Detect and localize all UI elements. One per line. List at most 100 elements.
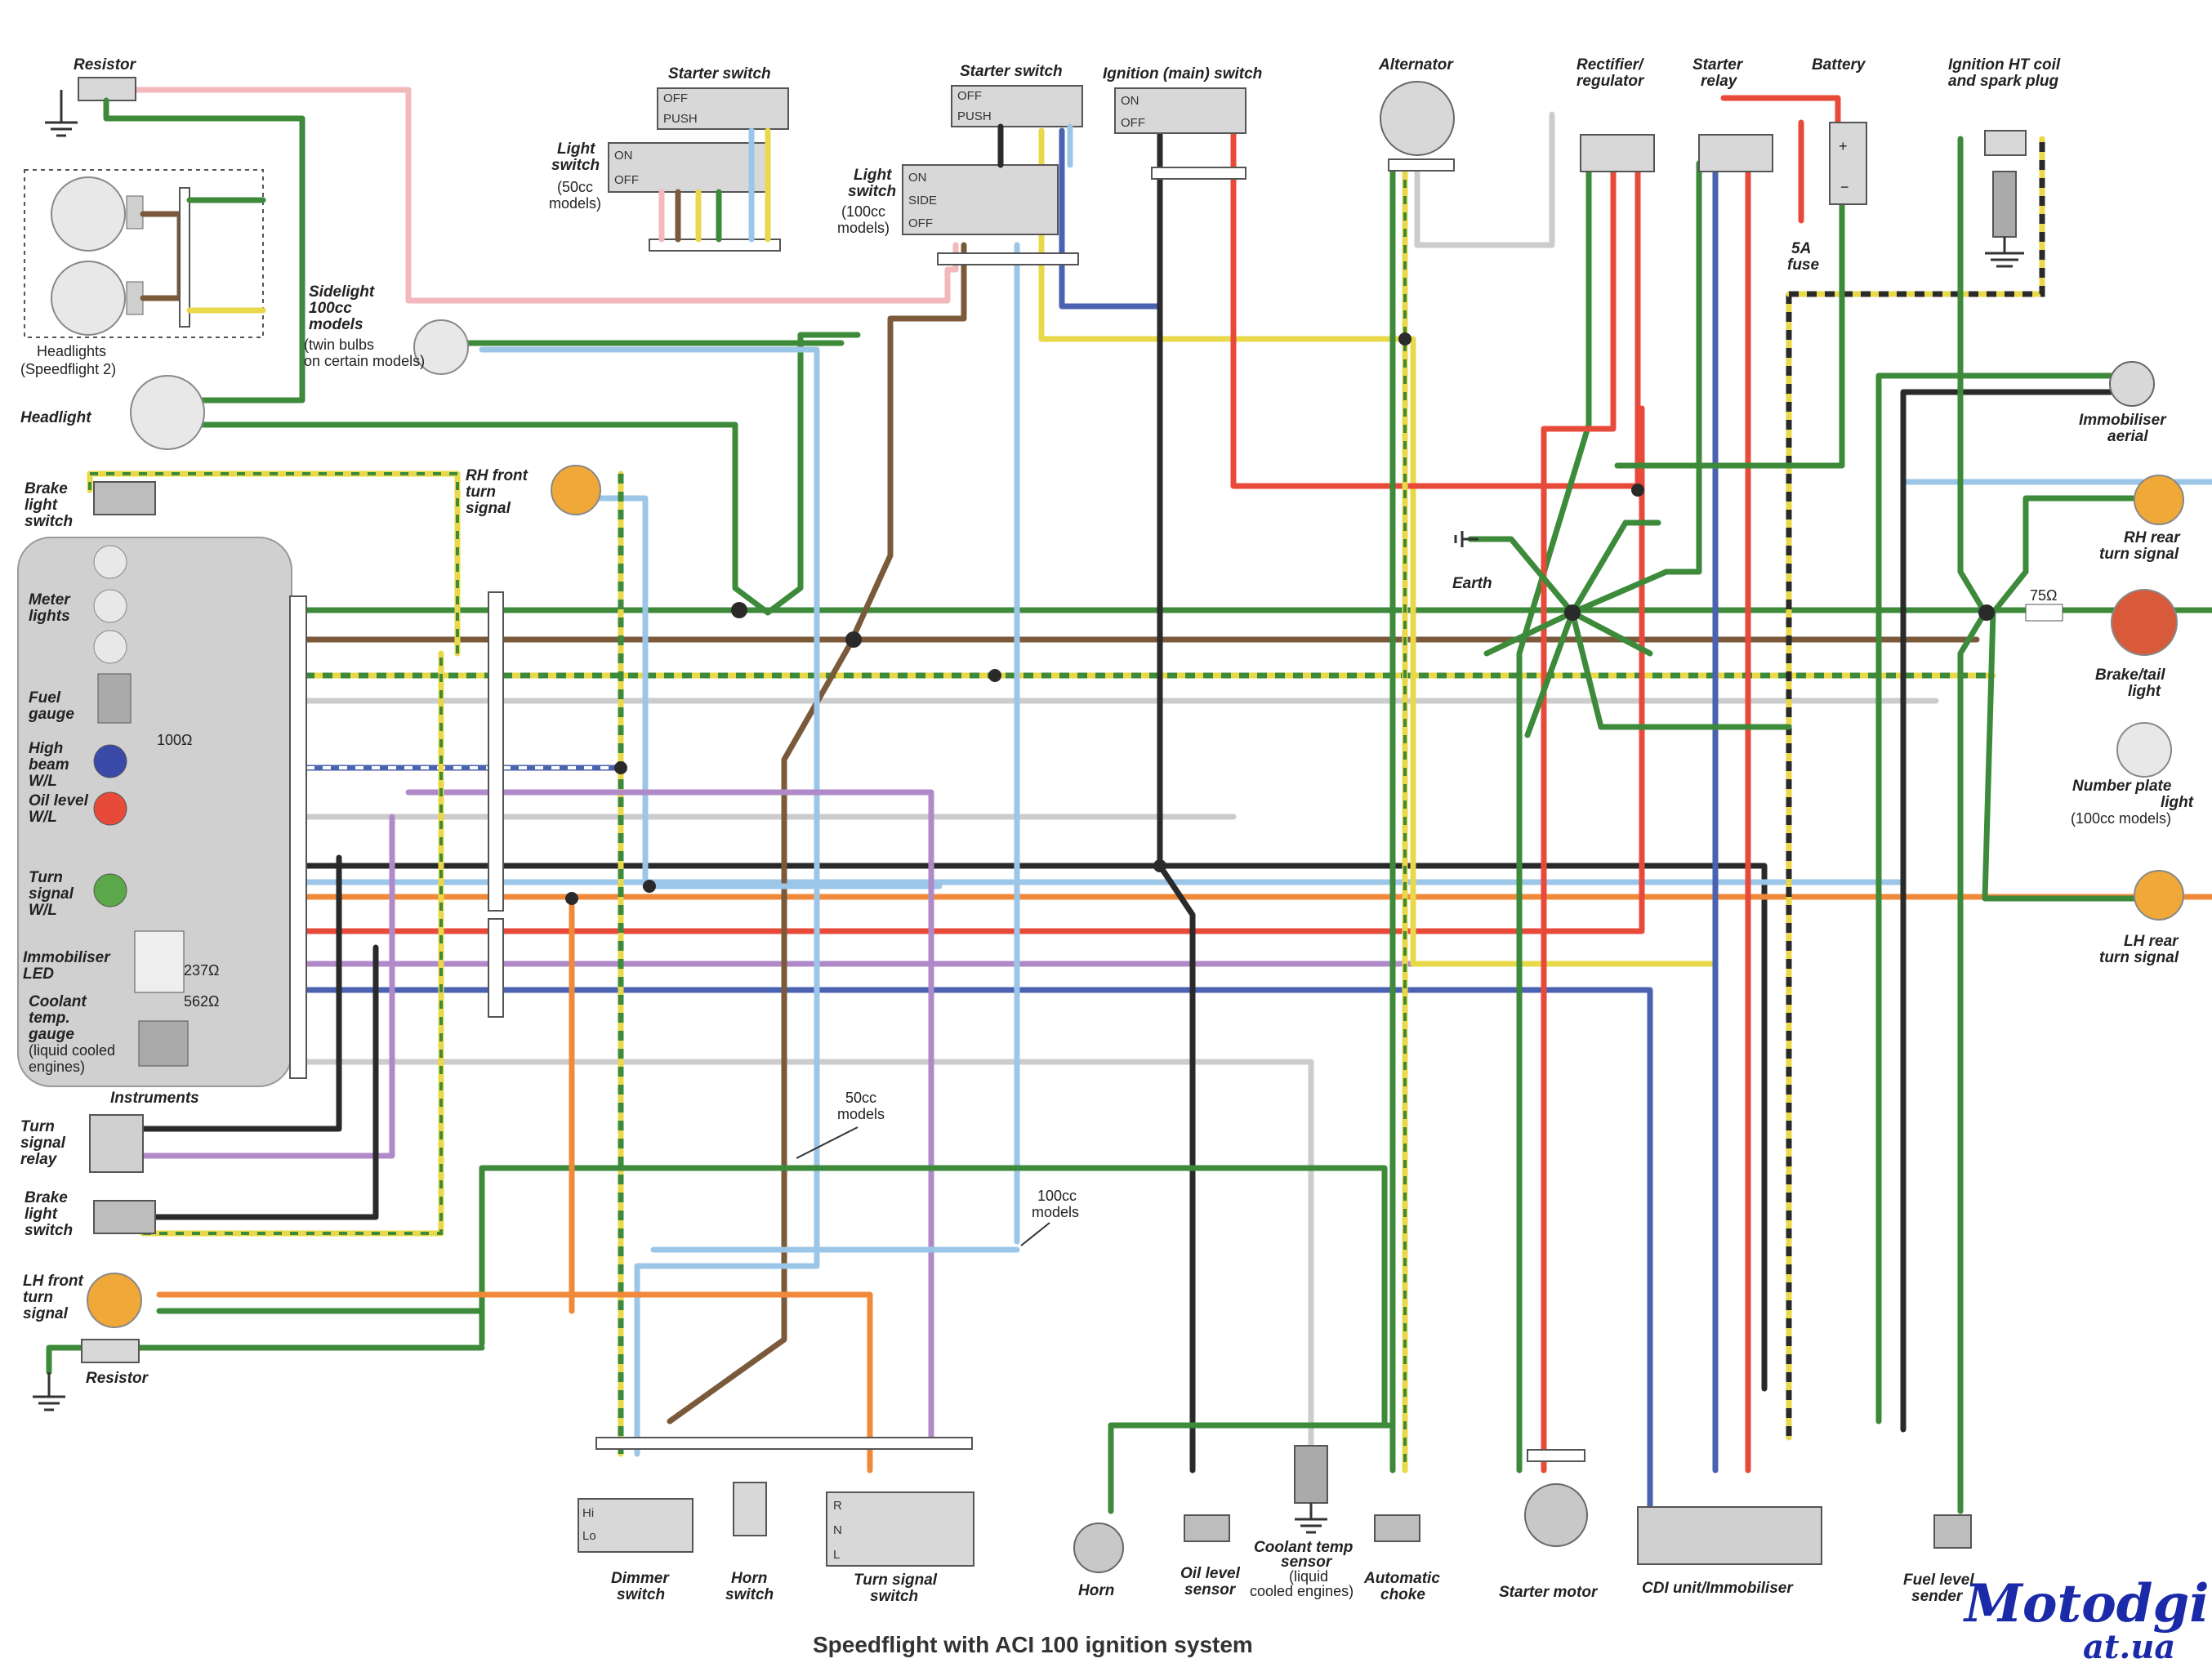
resistor-237-label: 237Ω	[184, 962, 220, 979]
starter-relay: Starter relay	[1692, 56, 1773, 172]
meter-lights-label-1: Meter	[29, 591, 71, 609]
bulb-icon	[51, 261, 126, 336]
bulb-icon	[2116, 722, 2172, 778]
starter-relay-label-2: relay	[1701, 73, 1738, 90]
brake-switch-bottom-label-2: light	[25, 1206, 58, 1223]
horn-switch: Horn switch	[725, 1482, 774, 1603]
lh-front-turn-signal: LH front turn signal	[23, 1273, 142, 1328]
coolant-sensor-label-1: Coolant temp	[1254, 1539, 1353, 1556]
bulb-icon	[2111, 589, 2178, 656]
horn-switch-label-1: Horn	[731, 1570, 767, 1587]
rh-front-label-1: RH front	[466, 467, 528, 484]
wire-rect-green	[1516, 160, 1592, 1474]
starter-switch-right-label: Starter switch	[960, 63, 1063, 80]
switch-pos: ON	[908, 171, 927, 185]
aerial-icon	[2109, 361, 2155, 407]
ignition-switch: Ignition (main) switch ON OFF	[1103, 65, 1262, 180]
headlights-label-2: (Speedflight 2)	[20, 361, 116, 377]
starter-motor: Starter motor	[1499, 1449, 1599, 1601]
turn-wl-label-3: W/L	[29, 902, 57, 919]
fuel-sender-label-1: Fuel level	[1903, 1572, 1974, 1589]
switch-pos: OFF	[957, 89, 982, 103]
resistor-top-label: Resistor	[74, 56, 137, 74]
wire-black-left	[140, 854, 342, 1132]
wire-ht-green-2	[1990, 495, 2143, 616]
sidelight-label-1: Sidelight	[309, 283, 375, 301]
immobiliser-led-icon	[134, 930, 185, 993]
connector-bar	[488, 918, 504, 1018]
bulb-icon	[51, 176, 126, 252]
earth-icon	[1454, 531, 1478, 547]
models-100-label-2: models	[1032, 1204, 1079, 1220]
alternator-label: Alternator	[1378, 56, 1454, 74]
switch-pos: OFF	[908, 216, 933, 230]
switch-pos: PUSH	[663, 112, 698, 126]
dimmer-label-1: Dimmer	[611, 1570, 670, 1587]
oil-level-bulb-icon	[93, 791, 127, 826]
bulb-icon	[93, 589, 127, 623]
junction-dot	[1153, 859, 1166, 872]
coolant-sensor-label-2: sensor	[1281, 1554, 1333, 1571]
light-switch-100-label-2: switch	[848, 183, 896, 200]
turn-signal-switch: R N L Turn signal switch	[826, 1491, 974, 1605]
high-beam-label-2: beam	[29, 756, 69, 774]
resistor-box	[78, 77, 136, 101]
meter-lights-label-2: lights	[29, 608, 70, 625]
headlights-label-1: Headlights	[37, 343, 106, 359]
wire-black-left-2	[136, 944, 379, 1220]
model-annotations: 50cc models 100cc models	[796, 1090, 1079, 1246]
wire-green-down	[479, 1165, 1114, 1514]
wire-black-main	[274, 863, 1768, 1392]
wire-ht-green-3	[1982, 609, 2143, 902]
instruments-label: Instruments	[110, 1090, 199, 1107]
number-plate-light: Number plate light (100cc models)	[2071, 722, 2194, 827]
number-plate-label-1: Number plate	[2072, 778, 2172, 795]
immobiliser-led-label-1: Immobiliser	[23, 949, 111, 966]
lh-front-label-3: signal	[23, 1305, 69, 1322]
bulb-icon	[87, 1273, 142, 1328]
wire-purple-2	[405, 789, 934, 1449]
instruments-panel: Meter lights Fuel gauge High beam W/L Oi…	[17, 537, 307, 1107]
wire-brake-top-yg-b	[88, 472, 459, 653]
switch-pos: Lo	[582, 1529, 596, 1543]
wire-headlight-green	[193, 332, 861, 616]
turn-wl-label-1: Turn	[29, 869, 63, 886]
high-beam-bulb-icon	[93, 744, 127, 778]
number-plate-label-3: (100cc models)	[2071, 810, 2171, 827]
turn-wl-label-2: signal	[29, 885, 74, 903]
horn-icon	[1073, 1523, 1124, 1573]
fuel-sender-label-2: sender	[1911, 1588, 1964, 1605]
ignition-switch-label: Ignition (main) switch	[1103, 65, 1262, 82]
diagram-title: Speedflight with ACI 100 ignition system	[813, 1632, 1253, 1657]
models-50-label-2: models	[837, 1106, 885, 1122]
junction-dot	[565, 892, 578, 905]
alternator: Alternator	[1378, 56, 1455, 172]
turn-relay-label-1: Turn	[20, 1118, 55, 1135]
immobiliser-aerial-label-2: aerial	[2107, 428, 2148, 445]
switch-pos: PUSH	[957, 109, 992, 123]
minus-icon: −	[1840, 179, 1849, 195]
resistor-75-label: 75Ω	[2030, 587, 2057, 604]
bulb-icon	[2134, 475, 2184, 525]
coolant-gauge-label-4: (liquid cooled	[29, 1042, 115, 1059]
ignition-ht-coil: Ignition HT coil and spark plug	[1948, 56, 2061, 268]
earth-point: Earth	[1452, 531, 1492, 592]
horn-label: Horn	[1078, 1582, 1114, 1599]
switch-pos: OFF	[614, 173, 639, 187]
switch-pos: ON	[614, 149, 633, 163]
light-switch-50-label-1: Light	[557, 140, 595, 158]
wire-lightblue-top	[479, 346, 820, 1457]
fuse-label-1: 5A	[1791, 240, 1811, 257]
cdi-unit: CDI unit/Immobiliser	[1637, 1506, 1822, 1597]
high-beam-label-1: High	[29, 740, 63, 757]
switch-pos: R	[833, 1499, 842, 1513]
light-switch-100-label-1: Light	[854, 167, 892, 184]
wire-green-top	[103, 97, 305, 387]
starter-motor-icon	[1524, 1483, 1588, 1547]
coolant-gauge-label-5: engines)	[29, 1059, 85, 1075]
wire-pink	[132, 87, 959, 304]
wire-batt-green	[1614, 176, 1845, 469]
brake-tail-light: 75Ω Brake/tail light	[2025, 587, 2178, 700]
bulb-icon	[93, 545, 127, 579]
